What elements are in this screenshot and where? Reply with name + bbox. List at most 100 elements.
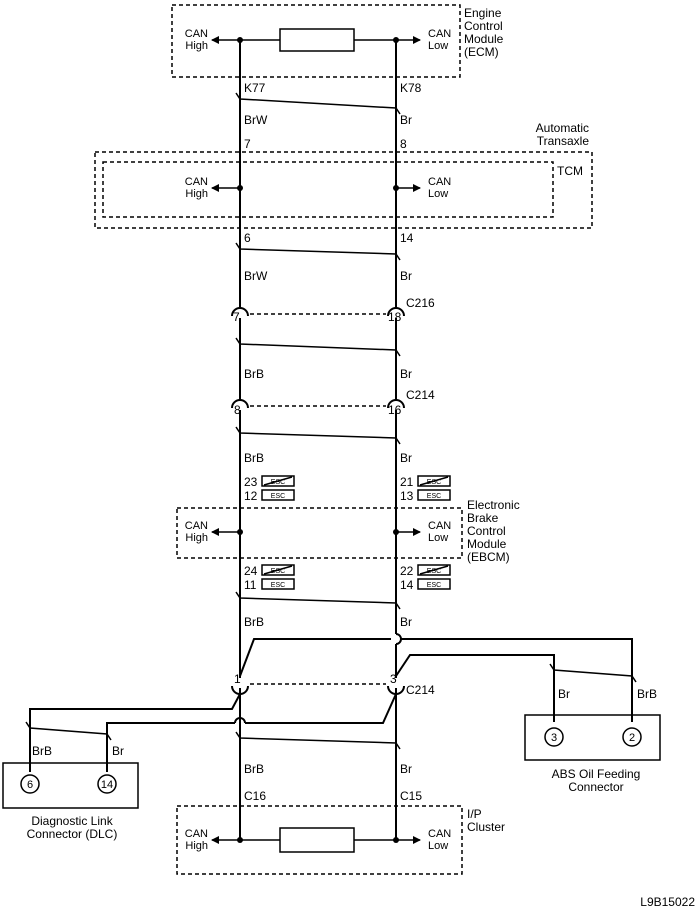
ebcm-name-line4: Module <box>467 537 507 551</box>
twist-marker-1 <box>235 92 401 115</box>
twist-marker-3 <box>235 337 401 357</box>
twist-marker-6 <box>235 731 401 750</box>
ebcm-can-high-label-1: CAN <box>185 520 208 532</box>
wire-brb-branch-b <box>401 638 633 722</box>
ecm-can-high-label-2: High <box>185 40 208 52</box>
ecm-module: Engine Control Module (ECM) CAN High CAN… <box>171 4 504 95</box>
ecm-pin-high: K77 <box>244 81 266 95</box>
ecm-name-line2: Control <box>464 19 503 33</box>
tcm-pin-out-high: 6 <box>244 231 251 245</box>
svg-text:ESC: ESC <box>427 568 441 575</box>
ebcm-pin-out-low-2: 14 <box>400 578 414 592</box>
ebcm-name-line2: Brake <box>467 511 499 525</box>
tcm-pin-in-high: 7 <box>244 137 251 151</box>
wire-br-dlc-hop <box>234 717 246 724</box>
ip-can-low-label-1: CAN <box>428 828 451 840</box>
wire-low-hop <box>395 633 402 645</box>
ip-pin-high: C16 <box>244 789 266 803</box>
c216-pin-low: 18 <box>388 310 402 324</box>
abs-pin-b: 2 <box>629 732 635 744</box>
ecm-name-line4: (ECM) <box>464 45 499 59</box>
ebcm-can-low-label-1: CAN <box>428 520 451 532</box>
ebcm-pin-out-high-2: 11 <box>244 578 257 592</box>
c214-upper-pin-low: 16 <box>388 403 402 417</box>
ebcm-pin-in-high-2: 12 <box>244 489 258 503</box>
tcm-pin-in-low: 8 <box>400 137 407 151</box>
abs-oil-feeding-connector: 3 2 ABS Oil Feeding Connector <box>524 714 661 794</box>
svg-text:ESC: ESC <box>427 582 441 589</box>
wire-brb-branch-a <box>239 638 391 677</box>
c216-high-terminal <box>231 307 249 317</box>
ebcm-name-line1: Electronic <box>467 498 520 512</box>
esc-not-tag-3: ESC <box>261 564 295 576</box>
twist-marker-5 <box>235 591 401 610</box>
svg-text:ESC: ESC <box>271 568 285 575</box>
wire-color-brb-4: BrB <box>244 762 264 776</box>
esc-not-tag-2: ESC <box>417 475 451 487</box>
automatic-transaxle-boundary <box>94 151 593 229</box>
wire-color-br-6: Br <box>400 762 412 776</box>
wire-br-dlc-b <box>106 722 235 772</box>
ip-can-high-label-2: High <box>185 840 208 852</box>
dlc-wire-color-br: Br <box>112 744 124 758</box>
twist-marker-4 <box>235 426 401 445</box>
wire-br-dlc-a <box>245 693 397 724</box>
dlc-pin-circle-b <box>97 774 117 794</box>
esc-tag-1: ESC <box>261 489 295 501</box>
ip-name-line1: I/P <box>467 807 482 821</box>
abs-pin-circle-b <box>622 727 642 747</box>
ecm-termination-resistor <box>279 28 355 52</box>
c216-low-terminal <box>387 307 405 317</box>
wire-color-brb-1: BrB <box>244 367 264 381</box>
figure-id: L9B15022 <box>640 895 695 909</box>
twist-marker-abs <box>549 663 637 683</box>
c214-lower-name: C214 <box>406 683 435 697</box>
abs-wire-color-brb: BrB <box>637 687 657 701</box>
dlc-body <box>2 762 139 809</box>
esc-not-tag-1: ESC <box>261 475 295 487</box>
c214-lower-pin-low: 3 <box>390 672 397 686</box>
connector-c214-upper: 8 16 C214 <box>231 388 435 417</box>
abs-branch-wiring: Br BrB <box>239 638 657 722</box>
ip-low-node <box>393 837 399 843</box>
tcm-can-low-label-2: Low <box>428 188 448 200</box>
tcm-low-node <box>393 185 399 191</box>
wire-color-br-1: Br <box>400 113 412 127</box>
wire-color-brw-2: BrW <box>244 269 268 283</box>
svg-text:ESC: ESC <box>271 493 285 500</box>
esc-not-tag-4: ESC <box>417 564 451 576</box>
transaxle-name-line2: Transaxle <box>537 134 590 148</box>
twist-marker-2 <box>235 242 401 261</box>
dlc-wire-color-brb: BrB <box>32 744 52 758</box>
c214-lower-high-terminal <box>231 685 249 695</box>
dlc-name-line2: Connector (DLC) <box>27 827 118 841</box>
esc-tag-2: ESC <box>417 489 451 501</box>
diagnostic-link-connector: 6 14 Diagnostic Link Connector (DLC) <box>2 762 139 841</box>
dlc-name-line1: Diagnostic Link <box>31 814 113 828</box>
abs-pin-a: 3 <box>551 732 557 744</box>
svg-text:ESC: ESC <box>271 479 285 486</box>
ebcm-boundary <box>176 507 463 559</box>
tcm-boundary <box>102 161 554 218</box>
ebcm-name-line3: Control <box>467 524 506 538</box>
ebcm-pin-in-low-2: 13 <box>400 489 414 503</box>
wire-color-brb-3: BrB <box>244 615 264 629</box>
c214-upper-low-terminal <box>387 399 405 409</box>
tcm-inner-name: TCM <box>557 164 583 178</box>
tcm-module: Automatic Transaxle TCM CAN High CAN Low <box>94 121 593 229</box>
c214-upper-pin-high: 8 <box>234 403 241 417</box>
ip-termination-resistor <box>279 827 355 853</box>
wire-brb-dlc <box>29 693 241 772</box>
ebcm-low-node <box>393 529 399 535</box>
abs-wire-color-br: Br <box>558 687 570 701</box>
svg-text:ESC: ESC <box>427 479 441 486</box>
ip-high-node <box>237 837 243 843</box>
ebcm-can-low-label-2: Low <box>428 532 448 544</box>
esc-tag-3: ESC <box>261 578 295 590</box>
ip-pin-low: C15 <box>400 789 422 803</box>
wire-color-br-3: Br <box>400 367 412 381</box>
c216-pin-high: 7 <box>233 310 240 324</box>
tcm-can-high-label-2: High <box>185 188 208 200</box>
ecm-can-low-label-1: CAN <box>428 28 451 40</box>
